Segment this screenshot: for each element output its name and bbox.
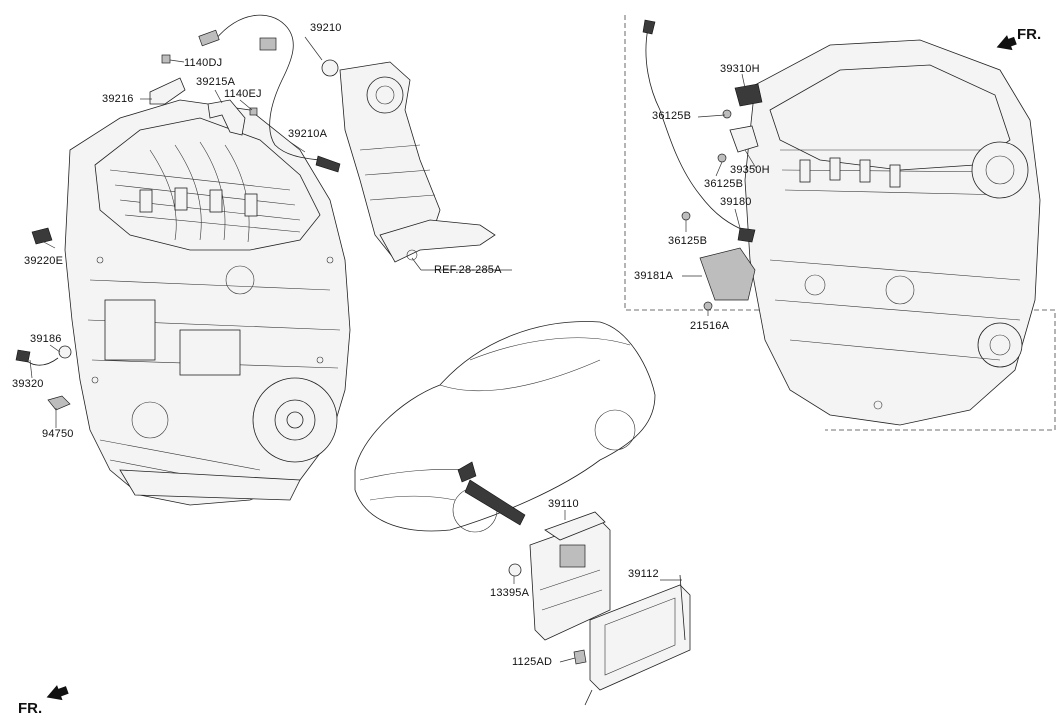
part-label-1140EJ[interactable]: 1140EJ (224, 88, 262, 100)
front-arrow-top-icon (996, 35, 1017, 51)
right-detail-box (624, 15, 1056, 431)
part-label-39310H[interactable]: 39310H (720, 63, 760, 75)
part-label-39220E[interactable]: 39220E (24, 255, 64, 267)
part-label-39181A[interactable]: 39181A (634, 270, 674, 282)
part-label-39216[interactable]: 39216 (102, 93, 134, 105)
ecu-module (508, 511, 611, 641)
front-marker-top: FR. (1017, 26, 1042, 43)
front-arrow-bottom-icon (46, 685, 69, 701)
left-sensors (15, 227, 72, 411)
heat-shield (699, 247, 756, 311)
part-label-1125AD[interactable]: 1125AD (512, 656, 553, 668)
part-label-94750[interactable]: 94750 (42, 428, 74, 440)
vehicle-illustration (354, 321, 656, 533)
part-label-36125B-lower[interactable]: 36125B (668, 235, 708, 247)
reference-label[interactable]: REF.28-285A (434, 264, 502, 276)
part-label-36125B-upper[interactable]: 36125B (652, 110, 692, 122)
part-label-13395A[interactable]: 13395A (490, 587, 530, 599)
camshaft-sensor-parts (681, 83, 763, 221)
part-label-39320[interactable]: 39320 (12, 378, 44, 390)
front-marker-bottom: FR. (18, 700, 43, 717)
leader-lines (29, 36, 757, 663)
part-label-21516A[interactable]: 21516A (690, 320, 730, 332)
part-label-39215A[interactable]: 39215A (196, 76, 236, 88)
part-label-39186[interactable]: 39186 (30, 333, 62, 345)
left-engine-drawing (64, 99, 351, 506)
part-label-36125B-middle[interactable]: 36125B (704, 178, 744, 190)
part-label-39180[interactable]: 39180 (720, 196, 752, 208)
part-label-39112[interactable]: 39112 (628, 568, 659, 580)
part-label-39110[interactable]: 39110 (548, 498, 579, 510)
catalytic-converter (339, 61, 496, 263)
upper-brackets (149, 54, 258, 136)
part-label-39210A[interactable]: 39210A (288, 128, 328, 140)
part-label-39350H[interactable]: 39350H (730, 164, 770, 176)
knock-sensor-harness (642, 19, 756, 243)
part-label-39210[interactable]: 39210 (310, 22, 342, 34)
oxygen-sensor-harness (198, 14, 341, 173)
part-label-1140DJ[interactable]: 1140DJ (184, 57, 223, 69)
ecu-bracket (573, 574, 691, 706)
